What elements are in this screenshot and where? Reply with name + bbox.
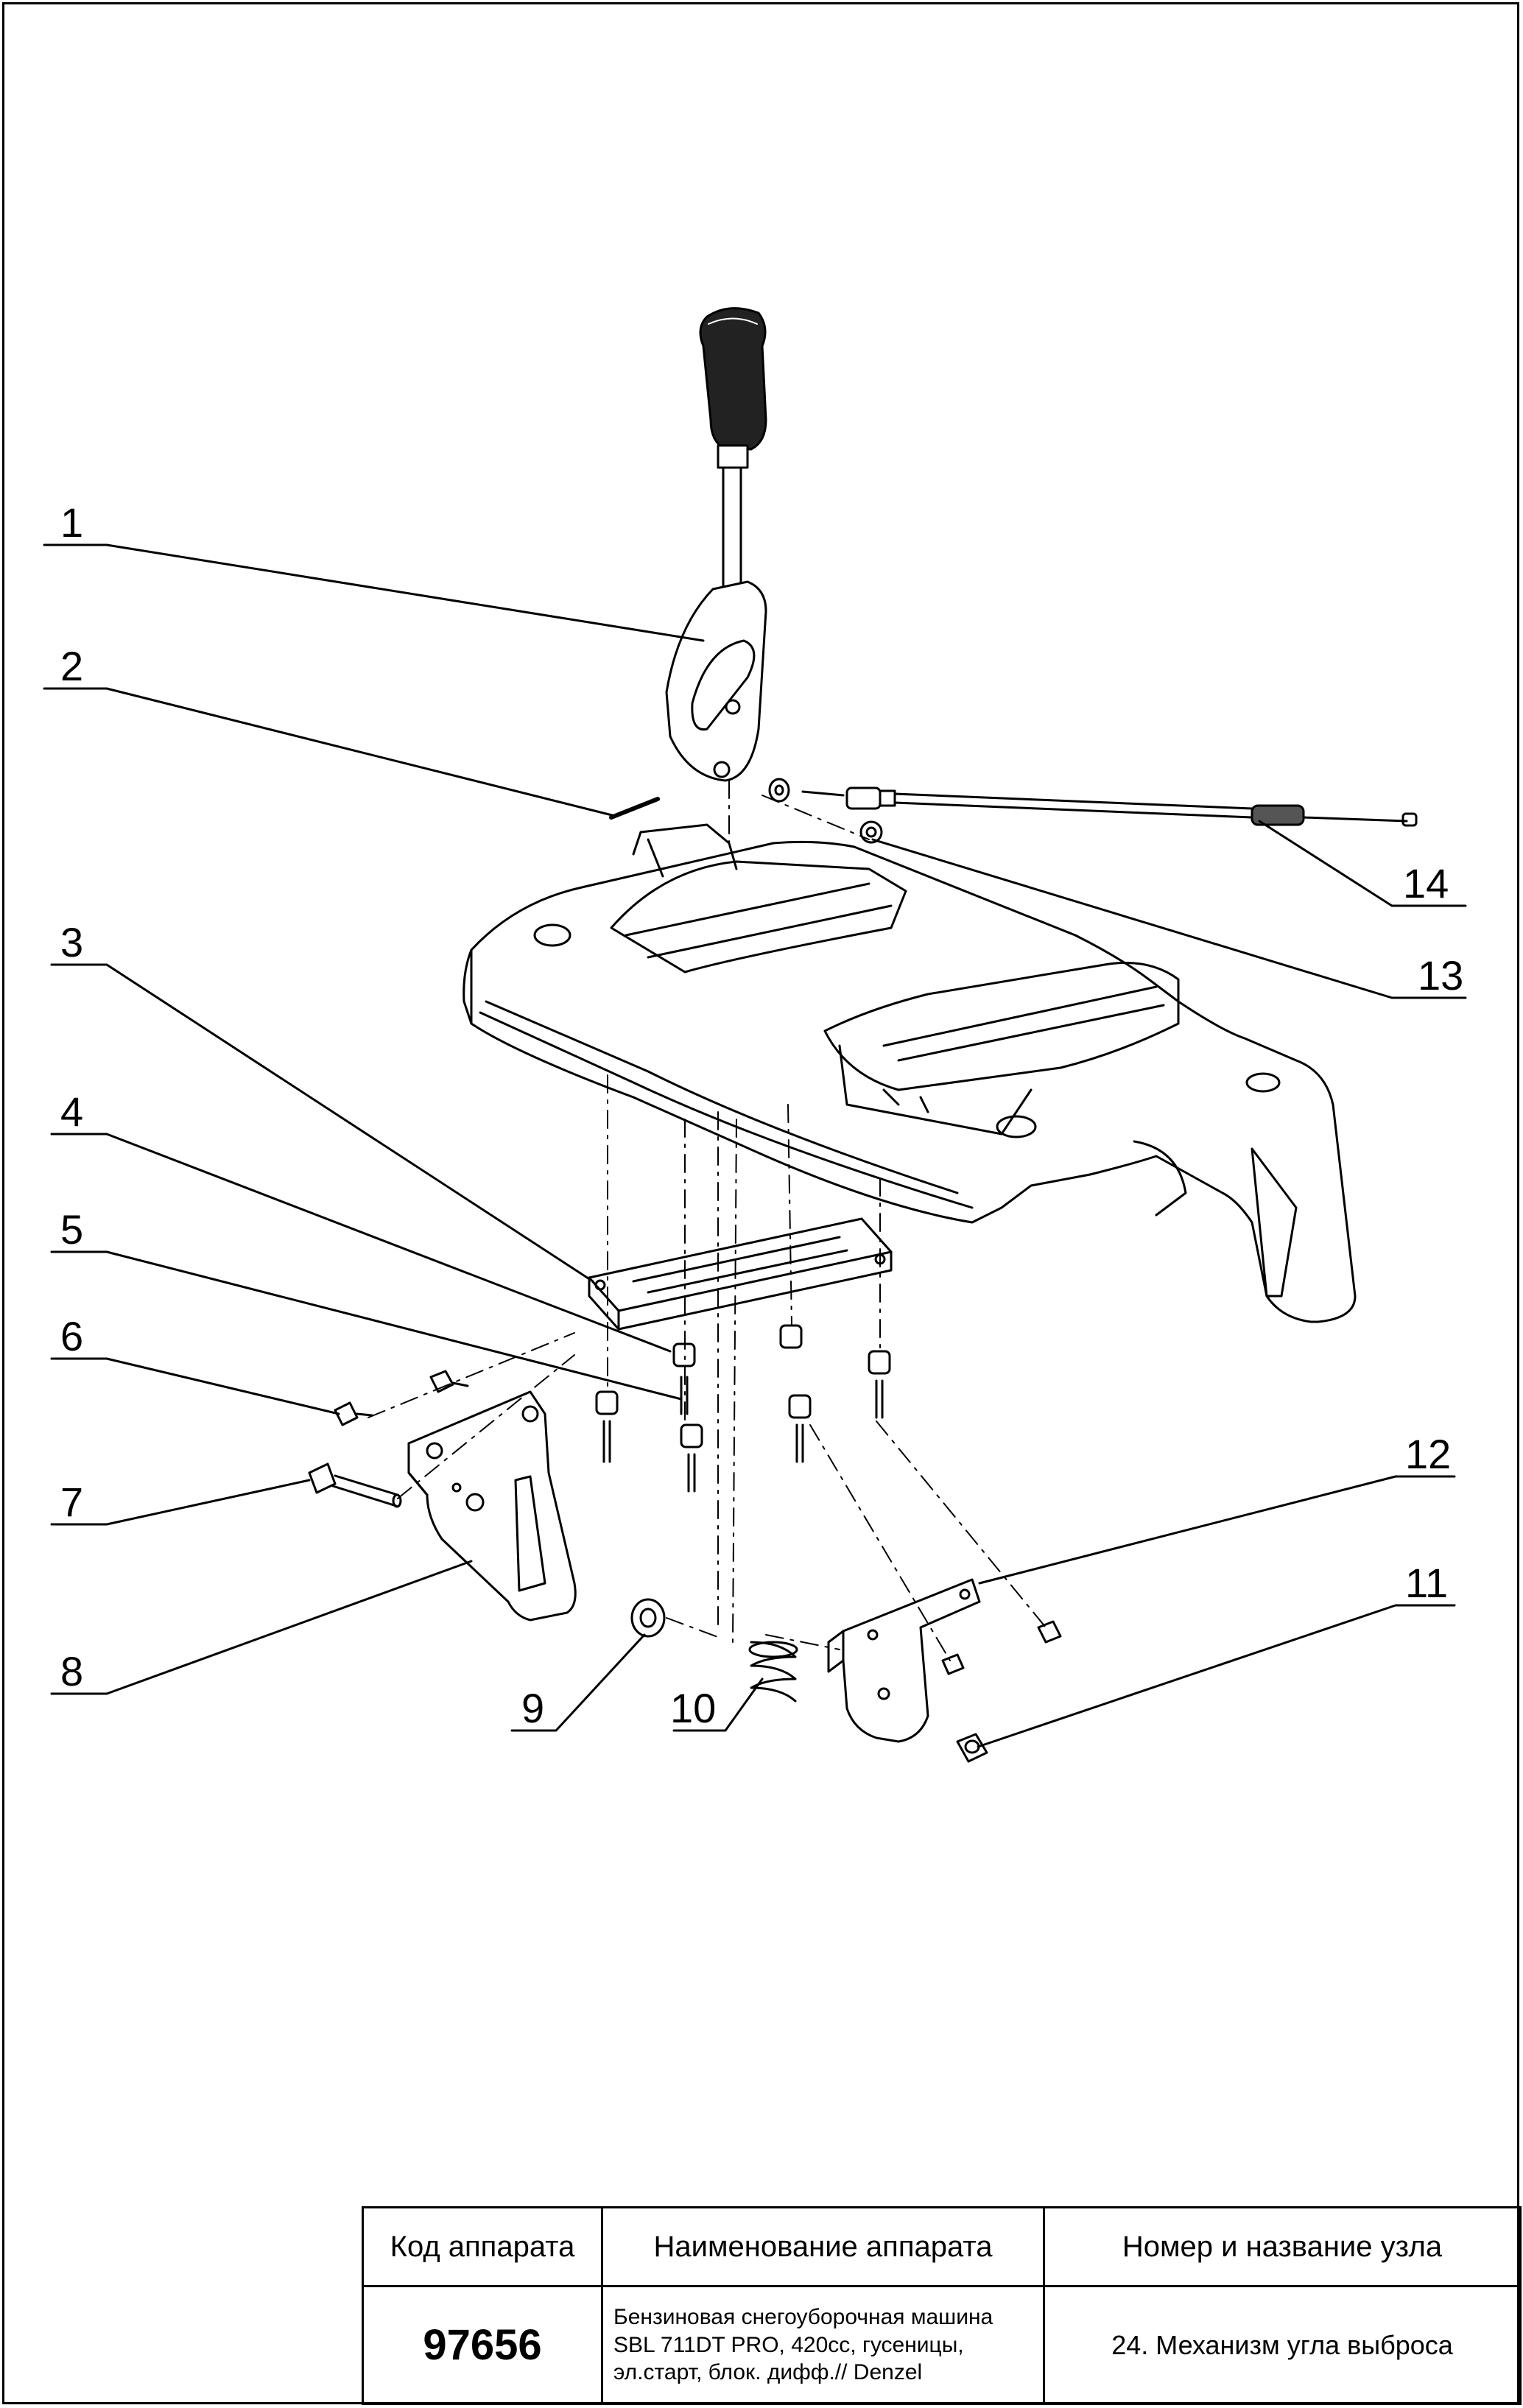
- callout-3: 3: [60, 919, 84, 965]
- washer: [630, 1598, 666, 1638]
- cotter-pin: [609, 797, 660, 820]
- apparatus-name-line-3: эл.старт, блок. дифф.// Denzel: [613, 2360, 923, 2385]
- callout-9: 9: [521, 1685, 545, 1731]
- callout-11: 11: [1405, 1560, 1449, 1606]
- callout-4: 4: [60, 1088, 84, 1135]
- spring: [748, 1641, 798, 1703]
- fasteners-lower: [941, 1620, 1062, 1763]
- callout-7: 7: [60, 1479, 84, 1525]
- apparatus-name-line-1: Бензиновая снегоуборочная машина: [613, 2305, 993, 2330]
- callout-8: 8: [60, 1648, 84, 1694]
- console-cover: [462, 823, 1357, 1323]
- leader-lines: [43, 543, 1467, 1748]
- unit-name: 24. Механизм угла выброса: [1043, 2285, 1522, 2405]
- callout-6: 6: [60, 1313, 84, 1359]
- long-bolt: [308, 1462, 402, 1508]
- bracket-plate: [588, 1217, 893, 1331]
- shift-lever: [665, 307, 767, 782]
- spacers-and-screws: [595, 1324, 891, 1493]
- callout-13: 13: [1418, 952, 1464, 999]
- side-bracket: [407, 1390, 577, 1622]
- assembly-lines: [367, 780, 1047, 1661]
- apparatus-name-line-2: SBL 711DT PRO, 420cc, гусеницы,: [613, 2332, 964, 2357]
- callout-14: 14: [1403, 860, 1449, 906]
- header-name: Наименование аппарата: [601, 2206, 1045, 2287]
- apparatus-code: 97656: [362, 2285, 603, 2405]
- header-unit: Номер и название узла: [1043, 2206, 1522, 2287]
- rod-assembly: [768, 778, 1418, 844]
- apparatus-name: Бензиновая снегоуборочная машина SBL 711…: [601, 2285, 1045, 2405]
- header-code: Код аппарата: [362, 2206, 603, 2287]
- lower-bracket: [827, 1578, 981, 1743]
- callout-10: 10: [670, 1685, 717, 1731]
- side-screws: [334, 1370, 469, 1426]
- callout-12: 12: [1405, 1431, 1452, 1477]
- callout-1: 1: [60, 499, 84, 546]
- callout-2: 2: [60, 643, 84, 689]
- callout-5: 5: [60, 1206, 84, 1253]
- title-block: Код аппарата Наименование аппарата Номер…: [362, 2206, 1522, 2405]
